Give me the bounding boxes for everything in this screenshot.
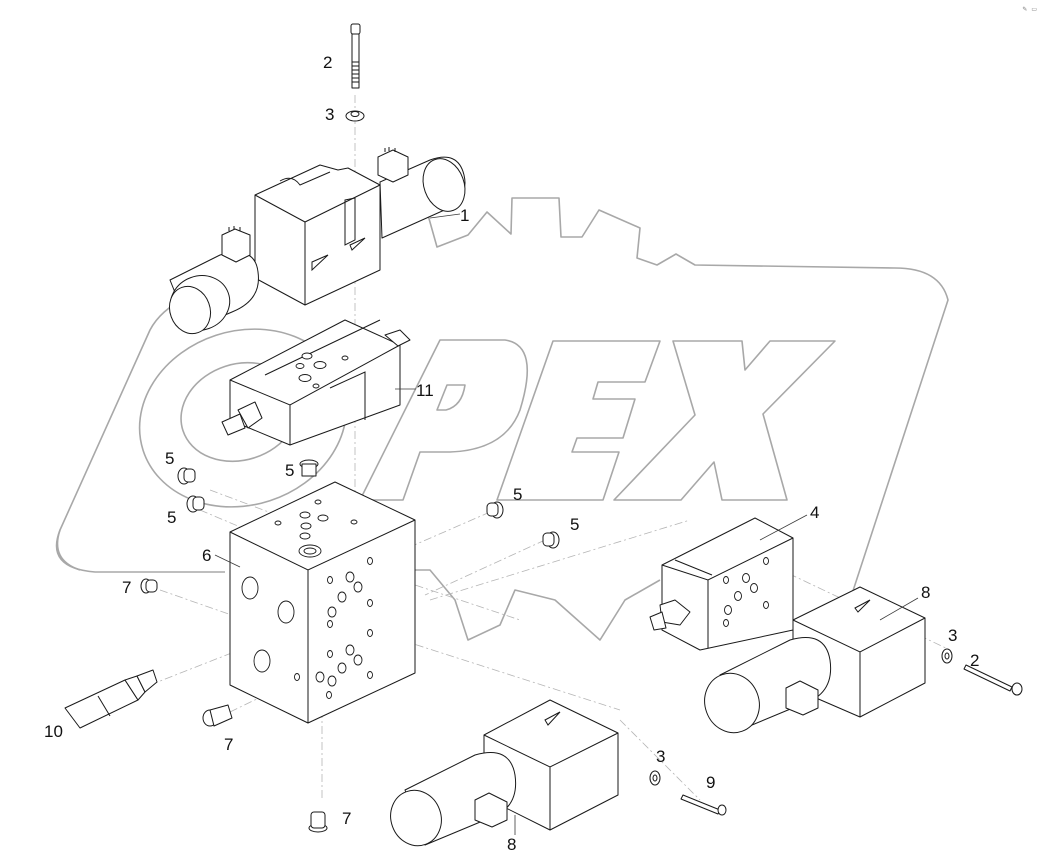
part-10-sensor <box>64 669 158 729</box>
callout-8: 8 <box>507 835 516 854</box>
part-5-plugs <box>177 459 560 549</box>
part-3-washer-right <box>941 648 953 664</box>
plug-7c <box>308 811 328 833</box>
part-8-solenoid-bottom <box>390 699 619 847</box>
plug-5d <box>486 501 504 519</box>
plug-5b <box>186 495 205 513</box>
callout-9: 9 <box>706 773 715 792</box>
callout-5: 5 <box>570 515 579 534</box>
callout-3: 3 <box>948 626 957 645</box>
callout-2: 2 <box>323 53 332 72</box>
callout-7: 7 <box>342 809 351 828</box>
watermark-logo <box>55 197 949 641</box>
callout-5: 5 <box>285 461 294 480</box>
part-9-screw <box>680 794 727 816</box>
callout-2: 2 <box>970 651 979 670</box>
part-8-solenoid-right <box>704 586 926 734</box>
part-7-plugs <box>140 578 328 833</box>
callout-1: 1 <box>460 206 469 225</box>
callout-7: 7 <box>122 578 131 597</box>
plug-7b <box>202 704 233 727</box>
callout-11: 11 <box>416 381 434 400</box>
callout-6: 6 <box>202 546 211 565</box>
callout-4: 4 <box>810 503 819 522</box>
corner-mark: ✎ ▭ <box>1022 6 1038 13</box>
callout-5: 5 <box>513 485 522 504</box>
callout-5: 5 <box>167 508 176 527</box>
plug-5e <box>542 531 560 549</box>
callouts: 2 3 1 11 5 5 5 5 5 4 6 7 8 3 2 10 7 3 9 … <box>44 53 979 854</box>
part-3-washer-top <box>345 110 365 122</box>
callout-3: 3 <box>656 747 665 766</box>
part-2-screw-right <box>963 664 1023 696</box>
part-2-screw-top <box>350 23 361 89</box>
callout-5: 5 <box>165 449 174 468</box>
callout-7: 7 <box>224 735 233 754</box>
part-4-modular-valve <box>649 514 808 651</box>
plug-7a <box>140 578 158 594</box>
plug-5c <box>299 459 319 477</box>
part-11-modular-valve <box>221 319 416 446</box>
callout-10: 10 <box>44 722 63 741</box>
callout-8: 8 <box>921 583 930 602</box>
part-6-manifold <box>214 481 416 724</box>
plug-5a <box>177 467 196 485</box>
part-3-washer-bottom <box>649 770 661 786</box>
part-1-directional-valve <box>168 147 466 335</box>
callout-3: 3 <box>325 105 334 124</box>
